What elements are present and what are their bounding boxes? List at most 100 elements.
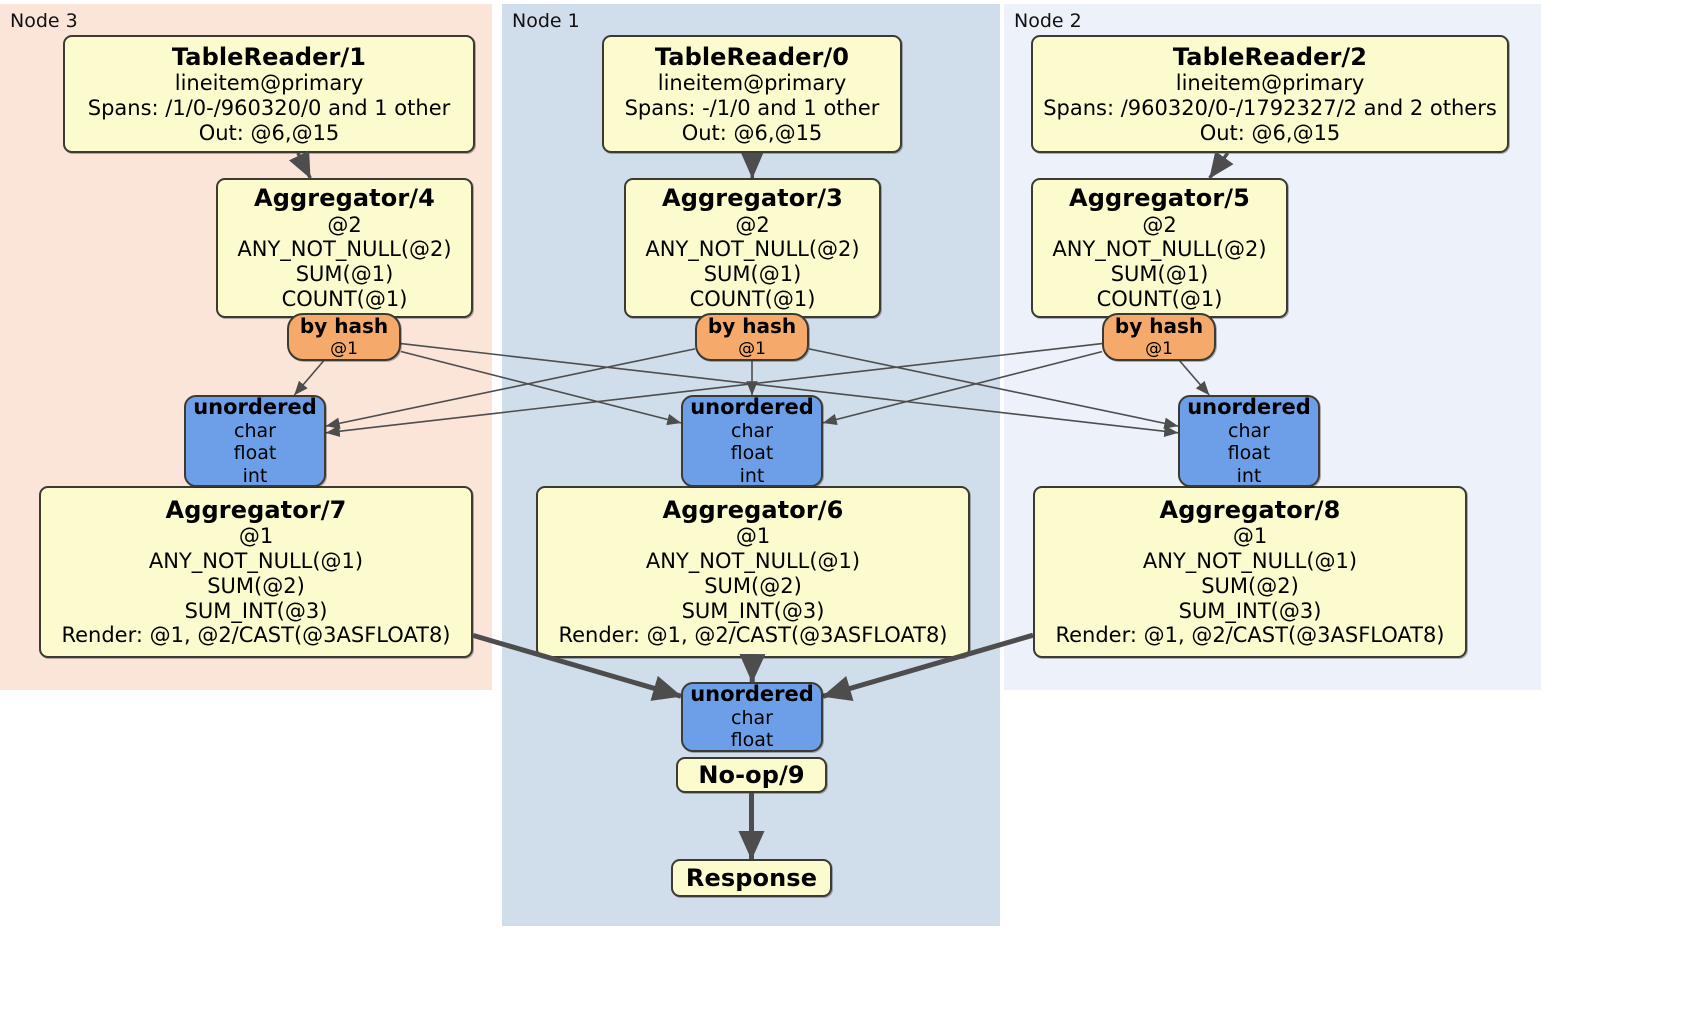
- edge-tablereader1-to-aggregator4: [289, 150, 312, 179]
- processor-line: SUM(@1): [1110, 262, 1209, 287]
- synchronizer-title: unordered: [193, 395, 317, 420]
- synchronizer-line: int: [1236, 464, 1262, 487]
- processor-line: SUM(@2): [704, 573, 802, 598]
- processor-line: Out: @6,@15: [198, 120, 340, 145]
- processor-title: TableReader/1: [171, 42, 367, 71]
- edge-byhash5-to-unordered7: [325, 342, 1103, 437]
- processor-title: Aggregator/4: [254, 184, 435, 213]
- processor-title: Aggregator/7: [165, 495, 347, 524]
- processor-line: ANY_NOT_NULL(@2): [237, 237, 452, 262]
- processor-title: TableReader/2: [1172, 42, 1368, 71]
- processor-line: @2: [735, 212, 770, 237]
- synchronizer-line: float: [730, 729, 774, 752]
- node-panel-label-node2: Node 2: [1014, 10, 1082, 32]
- processor-line: SUM_INT(@3): [681, 598, 825, 623]
- processor-line: SUM_INT(@3): [184, 598, 328, 623]
- synchronizer-line: int: [739, 464, 765, 487]
- synchronizer-title: unordered: [690, 395, 814, 420]
- processor-line: Spans: -/1/0 and 1 other: [624, 95, 880, 120]
- synchronizer-line: char: [1228, 419, 1270, 442]
- processor-title: No-op/9: [698, 760, 805, 789]
- processor-line: COUNT(@1): [1096, 286, 1223, 311]
- processor-line: SUM(@2): [1201, 573, 1299, 598]
- edge-byhash5-to-unordered8: [1179, 360, 1210, 396]
- processor-aggregator-4[interactable]: Aggregator/4 @2 ANY_NOT_NULL(@2) SUM(@1)…: [216, 178, 473, 318]
- processor-title: Aggregator/6: [662, 495, 844, 524]
- router-title: by hash: [1114, 314, 1204, 339]
- processor-line: Spans: /1/0-/960320/0 and 1 other: [87, 95, 451, 120]
- processor-aggregator-3[interactable]: Aggregator/3 @2 ANY_NOT_NULL(@2) SUM(@1)…: [624, 178, 881, 318]
- edge-byhash4-to-unordered8: [400, 342, 1179, 437]
- processor-line: SUM(@1): [295, 262, 394, 287]
- synchronizer-line: char: [731, 706, 773, 729]
- processor-line: @1: [735, 524, 771, 549]
- processor-render-line: Render: @1, @2/CAST(@3ASFLOAT8): [1055, 623, 1445, 648]
- edge-aggregator7-to-unordered9: [472, 633, 682, 701]
- processor-line: ANY_NOT_NULL(@1): [1142, 549, 1358, 573]
- router-by-hash-4[interactable]: by hash @1: [287, 313, 401, 361]
- edge-aggregator8-to-unordered9: [822, 632, 1034, 701]
- processor-line: lineitem@primary: [657, 71, 847, 95]
- router-title: by hash: [707, 314, 797, 339]
- node-panel-label-node3: Node 3: [10, 10, 78, 32]
- synchronizer-unordered-6[interactable]: unordered char float int: [681, 395, 823, 487]
- processor-line: SUM(@2): [207, 573, 305, 598]
- processor-line: Out: @6,@15: [1199, 120, 1341, 145]
- synchronizer-line: float: [730, 442, 774, 465]
- processor-aggregator-8[interactable]: Aggregator/8 @1 ANY_NOT_NULL(@1) SUM(@2)…: [1033, 486, 1467, 658]
- processor-tablereader-2[interactable]: TableReader/2 lineitem@primary Spans: /9…: [1031, 35, 1509, 153]
- processor-line: ANY_NOT_NULL(@1): [148, 549, 364, 573]
- processor-line: @2: [327, 212, 362, 237]
- synchronizer-title: unordered: [690, 682, 814, 707]
- synchronizer-line: float: [233, 442, 277, 465]
- processor-tablereader-0[interactable]: TableReader/0 lineitem@primary Spans: -/…: [602, 35, 902, 153]
- edge-byhash3-to-unordered7: [325, 348, 696, 429]
- processor-render-line: Render: @1, @2/CAST(@3ASFLOAT8): [558, 623, 948, 648]
- edge-byhash5-to-unordered6: [822, 350, 1103, 426]
- router-line: @1: [330, 338, 358, 359]
- processor-line: SUM(@1): [703, 262, 802, 287]
- processor-aggregator-5[interactable]: Aggregator/5 @2 ANY_NOT_NULL(@2) SUM(@1)…: [1031, 178, 1288, 318]
- synchronizer-line: char: [234, 419, 276, 442]
- processor-line: Out: @6,@15: [681, 120, 823, 145]
- processor-title: Response: [685, 863, 818, 892]
- synchronizer-line: char: [731, 419, 773, 442]
- processor-aggregator-7[interactable]: Aggregator/7 @1 ANY_NOT_NULL(@1) SUM(@2)…: [39, 486, 473, 658]
- router-line: @1: [1145, 338, 1173, 359]
- node-panel-label-node1: Node 1: [512, 10, 580, 32]
- edge-byhash4-to-unordered7: [293, 360, 325, 396]
- processor-line: @1: [1232, 524, 1268, 549]
- synchronizer-title: unordered: [1187, 395, 1311, 420]
- processor-line: ANY_NOT_NULL(@1): [645, 549, 861, 573]
- processor-line: lineitem@primary: [174, 71, 364, 95]
- processor-line: @2: [1142, 212, 1177, 237]
- processor-line: ANY_NOT_NULL(@2): [1052, 237, 1267, 262]
- processor-line: COUNT(@1): [689, 286, 816, 311]
- edge-tablereader2-to-aggregator5: [1208, 151, 1234, 180]
- synchronizer-unordered-final[interactable]: unordered char float: [681, 682, 823, 752]
- processor-line: Spans: /960320/0-/1792327/2 and 2 others: [1043, 95, 1497, 120]
- processor-tablereader-1[interactable]: TableReader/1 lineitem@primary Spans: /1…: [63, 35, 475, 153]
- synchronizer-line: int: [242, 464, 268, 487]
- processor-title: Aggregator/3: [662, 184, 843, 213]
- processor-line: lineitem@primary: [1175, 71, 1365, 95]
- processor-title: Aggregator/5: [1069, 184, 1250, 213]
- router-by-hash-3[interactable]: by hash @1: [695, 313, 809, 361]
- processor-line: @1: [238, 524, 274, 549]
- processor-render-line: Render: @1, @2/CAST(@3ASFLOAT8): [61, 623, 451, 648]
- synchronizer-line: float: [1227, 442, 1271, 465]
- synchronizer-unordered-7[interactable]: unordered char float int: [184, 395, 326, 487]
- processor-title: Aggregator/8: [1159, 495, 1341, 524]
- processor-no-op-9[interactable]: No-op/9: [676, 757, 827, 793]
- processor-title: TableReader/0: [654, 42, 850, 71]
- router-by-hash-5[interactable]: by hash @1: [1102, 313, 1216, 361]
- router-line: @1: [738, 338, 766, 359]
- processor-aggregator-6[interactable]: Aggregator/6 @1 ANY_NOT_NULL(@1) SUM(@2)…: [536, 486, 970, 658]
- router-title: by hash: [299, 314, 389, 339]
- edge-byhash3-to-unordered8: [808, 348, 1179, 429]
- processor-line: ANY_NOT_NULL(@2): [645, 237, 860, 262]
- processor-line: SUM_INT(@3): [1178, 598, 1322, 623]
- synchronizer-unordered-8[interactable]: unordered char float int: [1178, 395, 1320, 487]
